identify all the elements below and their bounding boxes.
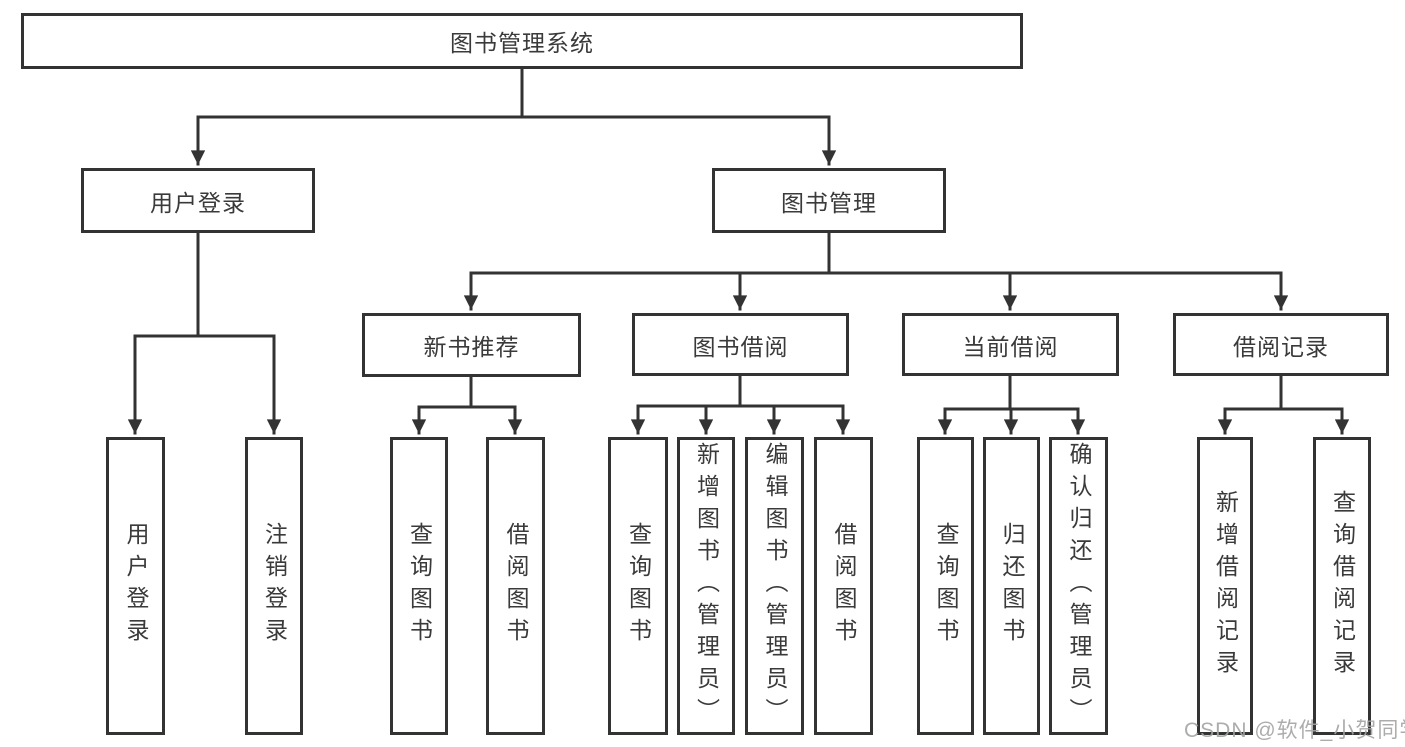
node-new-book-recommendation-label: 新书推荐 bbox=[423, 334, 520, 360]
node-user-login-branch: 用户登录 bbox=[81, 168, 315, 233]
leaf-query-book-recommend: 查询图书 bbox=[390, 437, 448, 735]
connector-user-login-to-leaves bbox=[127, 230, 282, 435]
leaf-borrow-book-recommend-label: 借阅图书 bbox=[503, 522, 529, 650]
leaf-user-login: 用户登录 bbox=[106, 437, 165, 735]
leaf-edit-book-admin: 编辑图书（管理员） bbox=[745, 437, 804, 735]
leaf-query-borrow-record-label: 查询借阅记录 bbox=[1329, 490, 1356, 682]
leaf-query-book-borrow-label: 查询图书 bbox=[625, 522, 652, 650]
node-user-login-branch-label: 用户登录 bbox=[150, 189, 246, 216]
leaf-query-borrow-record: 查询借阅记录 bbox=[1313, 437, 1371, 735]
node-root-system: 图书管理系统 bbox=[21, 13, 1023, 69]
node-current-borrowing-label: 当前借阅 bbox=[962, 333, 1059, 360]
leaf-add-borrow-record-label: 新增借阅记录 bbox=[1212, 490, 1239, 682]
leaf-logout-label: 注销登录 bbox=[261, 522, 288, 650]
leaf-borrow-book-label: 借阅图书 bbox=[831, 522, 857, 650]
node-borrowing-records-label: 借阅记录 bbox=[1233, 333, 1329, 360]
leaf-confirm-return-admin: 确认归还（管理员） bbox=[1049, 437, 1108, 735]
connector-root-to-branches bbox=[190, 66, 837, 166]
node-book-mgmt-branch: 图书管理 bbox=[712, 168, 946, 233]
leaf-return-book-label: 归还图书 bbox=[999, 522, 1025, 650]
leaf-query-book-recommend-label: 查询图书 bbox=[406, 522, 433, 650]
node-borrowing-records: 借阅记录 bbox=[1173, 313, 1389, 376]
leaf-query-book-current-label: 查询图书 bbox=[933, 522, 959, 650]
leaf-add-borrow-record: 新增借阅记录 bbox=[1197, 437, 1253, 735]
leaf-borrow-book: 借阅图书 bbox=[814, 437, 873, 735]
leaf-query-book-borrow: 查询图书 bbox=[608, 437, 668, 735]
connector-book-borrow-to-leaves bbox=[630, 374, 851, 435]
node-book-borrowing-label: 图书借阅 bbox=[692, 333, 789, 360]
leaf-logout: 注销登录 bbox=[245, 437, 303, 735]
node-book-borrowing: 图书借阅 bbox=[632, 313, 849, 376]
leaf-add-book-admin-label: 新增图书（管理员） bbox=[693, 442, 720, 730]
node-book-mgmt-branch-label: 图书管理 bbox=[781, 189, 877, 216]
connector-book-mgmt-to-modules bbox=[463, 230, 1289, 311]
leaf-borrow-book-recommend: 借阅图书 bbox=[486, 437, 545, 735]
leaf-return-book: 归还图书 bbox=[983, 437, 1040, 735]
node-root-system-label: 图书管理系统 bbox=[450, 30, 594, 56]
leaf-query-book-current: 查询图书 bbox=[917, 437, 974, 735]
connector-new-book-rec-to-leaves bbox=[411, 375, 523, 435]
node-current-borrowing: 当前借阅 bbox=[902, 313, 1119, 376]
node-new-book-recommendation: 新书推荐 bbox=[362, 313, 581, 377]
connector-borrow-record-to-leaves bbox=[1217, 374, 1350, 435]
leaf-add-book-admin: 新增图书（管理员） bbox=[677, 437, 735, 735]
leaf-user-login-label: 用户登录 bbox=[123, 522, 149, 650]
leaf-edit-book-admin-label: 编辑图书（管理员） bbox=[762, 442, 788, 730]
connector-current-borrow-to-leaves bbox=[937, 374, 1086, 435]
leaf-confirm-return-admin-label: 确认归还（管理员） bbox=[1066, 442, 1092, 730]
